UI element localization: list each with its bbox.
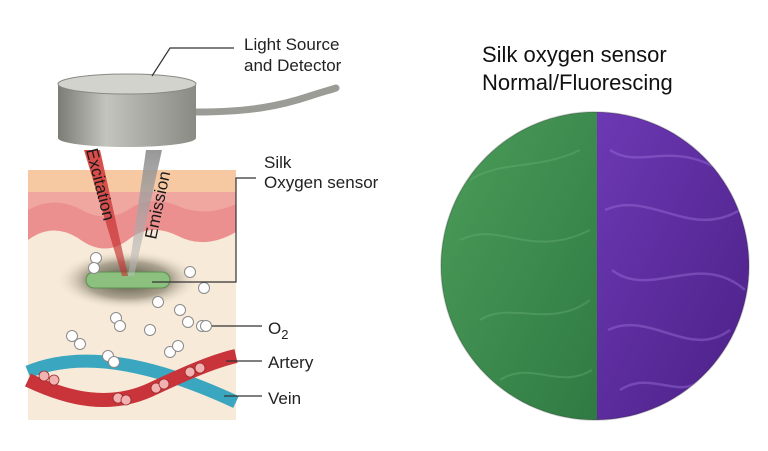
oxygen-bubble bbox=[174, 304, 186, 316]
red-blood-cells bbox=[38, 362, 206, 406]
oxygen-bubble bbox=[172, 340, 184, 352]
oxygen-bubble bbox=[184, 266, 196, 278]
light-source-detector bbox=[57, 73, 340, 147]
device-cable bbox=[192, 84, 340, 116]
oxygen-bubble bbox=[182, 316, 194, 328]
emission-beam bbox=[128, 150, 162, 276]
normal-state-half bbox=[441, 112, 597, 420]
oxygen-bubble bbox=[200, 320, 212, 332]
excitation-beam bbox=[84, 150, 128, 276]
sensor-photo-disc bbox=[441, 112, 749, 420]
leader-sensor bbox=[152, 177, 256, 283]
oxygen-label: O2 bbox=[268, 319, 288, 342]
oxygen-bubble bbox=[164, 346, 176, 358]
tissue-block bbox=[28, 170, 236, 420]
vein-label: Vein bbox=[268, 389, 301, 408]
silk-sensor-implant bbox=[85, 271, 171, 289]
red-blood-cell bbox=[120, 394, 132, 406]
artery-label: Artery bbox=[268, 353, 314, 372]
disc-outline bbox=[440, 111, 750, 421]
oxygen-bubble bbox=[90, 252, 102, 264]
red-blood-cell bbox=[158, 378, 170, 390]
skin-surface bbox=[28, 170, 236, 192]
normal-texture bbox=[459, 149, 593, 381]
oxygen-molecules bbox=[66, 252, 212, 368]
oxygen-bubble bbox=[144, 324, 156, 336]
red-blood-cell bbox=[184, 366, 196, 378]
oxygen-bubble bbox=[152, 296, 164, 308]
device-body bbox=[58, 84, 196, 147]
light-source-label-line2: and Detector bbox=[244, 56, 342, 75]
sensor-label-line2: Oxygen sensor bbox=[264, 173, 379, 192]
device-top bbox=[57, 73, 197, 95]
artery-vessel bbox=[24, 349, 238, 407]
oxygen-bubble bbox=[198, 282, 210, 294]
red-blood-cell bbox=[38, 370, 50, 382]
oxygen-bubble bbox=[114, 320, 126, 332]
sensor-label-line1: Silk bbox=[264, 153, 292, 172]
leader-light-source bbox=[151, 47, 234, 77]
red-blood-cell bbox=[194, 362, 206, 374]
oxygen-subscript: 2 bbox=[281, 327, 288, 342]
red-blood-cell bbox=[48, 374, 60, 386]
photo-title-line2: Normal/Fluorescing bbox=[482, 70, 673, 95]
oxygen-symbol: O bbox=[268, 319, 281, 338]
oxygen-bubble bbox=[108, 356, 120, 368]
light-source-label-line1: Light Source bbox=[244, 35, 339, 54]
oxygen-bubble bbox=[66, 330, 78, 342]
oxygen-bubble bbox=[88, 262, 100, 274]
photo-title-line1: Silk oxygen sensor bbox=[482, 42, 667, 67]
oxygen-bubble bbox=[74, 338, 86, 350]
leader-lines bbox=[151, 47, 262, 397]
